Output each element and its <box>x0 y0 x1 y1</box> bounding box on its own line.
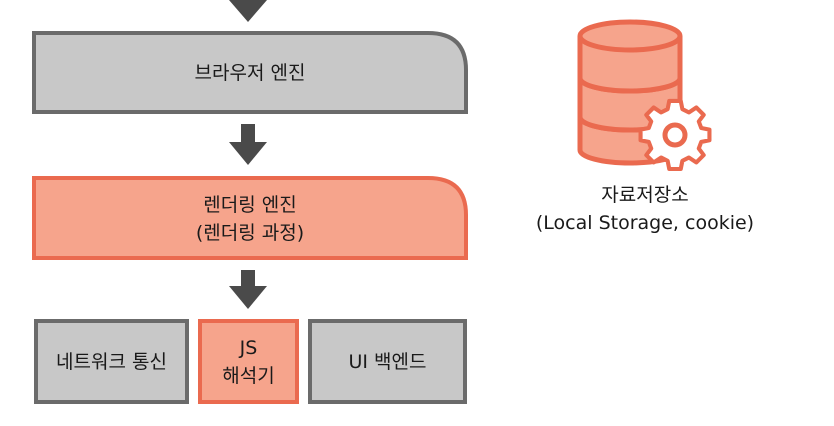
rendering-engine-label: 렌더링 엔진 (렌더링 과정) <box>34 180 466 258</box>
rendering-engine-title: 렌더링 엔진 <box>203 194 297 216</box>
arrow-top <box>229 0 267 22</box>
arrow-browser-to-render <box>229 124 267 165</box>
rendering-engine-box <box>32 176 468 260</box>
browser-engine-label: 브라우저 엔진 <box>194 61 306 84</box>
arrow-render-to-bottom <box>229 270 267 309</box>
data-storage-title: 자료저장소 <box>601 184 689 206</box>
data-storage-label: 자료저장소 (Local Storage, cookie) <box>500 181 790 237</box>
rendering-engine-subtitle: (렌더링 과정) <box>195 222 305 244</box>
browser-engine-box <box>32 31 468 114</box>
js-interpreter-box <box>198 319 299 404</box>
networking-box <box>34 319 189 404</box>
networking-label: 네트워크 통신 <box>56 350 167 373</box>
js-interpreter-line2: 해석기 <box>222 364 275 387</box>
js-interpreter-line1: JS <box>239 336 258 359</box>
database-gear-icon <box>577 19 712 172</box>
ui-backend-box <box>308 319 467 404</box>
ui-backend-label: UI 백엔드 <box>348 350 427 373</box>
js-interpreter-label: JS 해석기 <box>200 321 297 402</box>
data-storage-subtitle: (Local Storage, cookie) <box>535 212 755 234</box>
